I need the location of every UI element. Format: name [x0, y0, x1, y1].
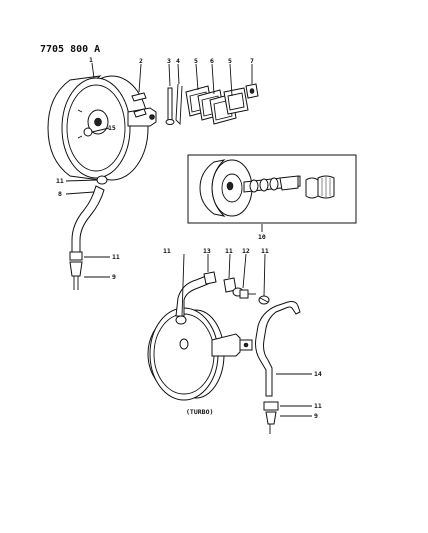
callout-11-t1: 11: [163, 247, 171, 255]
callout-13: 13: [203, 247, 211, 255]
brake-booster-main: [47, 75, 157, 181]
callout-11-t2: 11: [225, 247, 233, 255]
callout-1: 1: [89, 56, 93, 64]
callout-15: 15: [108, 124, 116, 132]
fitting-part-15: [83, 127, 93, 137]
callout-6: 6: [210, 57, 214, 65]
callout-4: 4: [176, 57, 180, 65]
callout-5a: 5: [194, 57, 198, 65]
clip-part-11-right: [258, 295, 270, 305]
vacuum-hose-left: [69, 175, 108, 290]
diagram-code: 7705 800 A: [40, 44, 100, 55]
callout-2: 2: [139, 57, 143, 65]
callout-8: 8: [58, 190, 62, 198]
turbo-label: (TURBO): [186, 408, 213, 416]
callout-11-left: 11: [112, 253, 120, 261]
nut-part-7: [245, 83, 259, 99]
callout-10: 10: [258, 233, 266, 241]
callout-9-bottom: 9: [314, 412, 318, 420]
master-cylinder-kit-box: [187, 154, 357, 224]
callout-5b: 5: [228, 57, 232, 65]
leader-lines: [65, 62, 312, 417]
vacuum-hose-turbo: [175, 271, 217, 325]
gasket-parts-5-6: [185, 85, 249, 125]
callout-12: 12: [242, 247, 250, 255]
hose-part-14: [255, 301, 301, 397]
callout-9-left: 9: [112, 273, 116, 281]
pin-part-3: [165, 87, 175, 125]
callout-11-t3: 11: [261, 247, 269, 255]
bolt-part-2: [131, 92, 147, 118]
callout-11-top: 11: [56, 177, 64, 185]
check-valve-turbo: [263, 401, 279, 434]
callout-7: 7: [250, 57, 254, 65]
callout-3: 3: [167, 57, 171, 65]
clip-part-4: [175, 83, 183, 126]
brake-booster-turbo: [147, 307, 253, 401]
callout-11-bottom: 11: [314, 402, 322, 410]
fitting-part-12: [223, 277, 256, 299]
callout-14: 14: [314, 370, 322, 378]
